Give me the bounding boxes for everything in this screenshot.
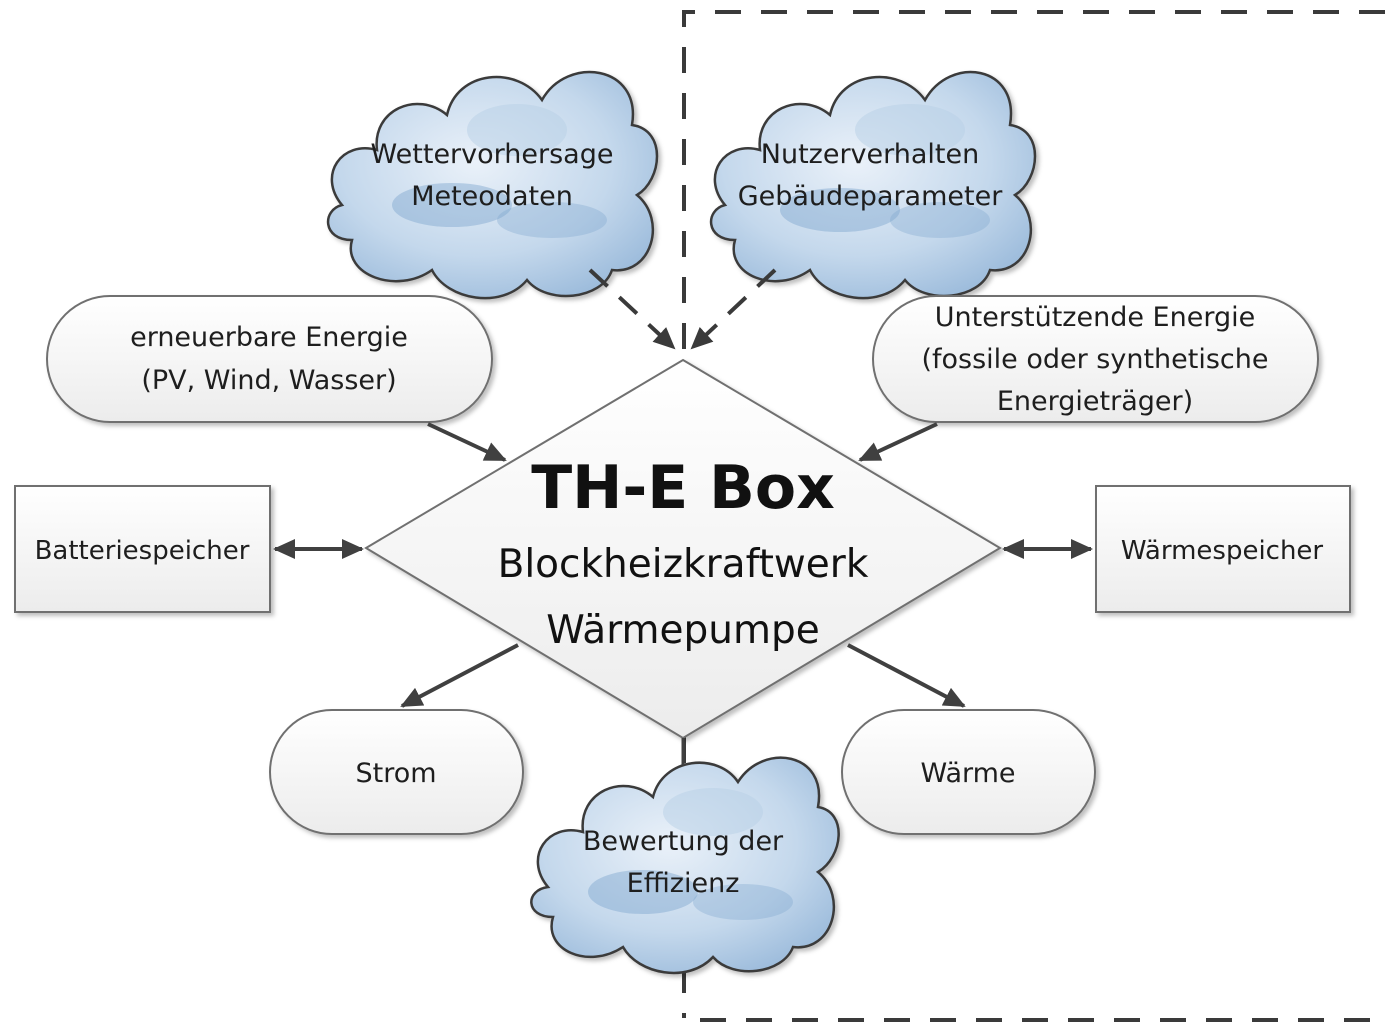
center-line-2: Wärmepumpe (546, 608, 820, 653)
cloud-weather[interactable]: Wettervorhersage Meteodaten (326, 70, 659, 300)
storage-heat[interactable]: Wärmespeicher (1095, 485, 1351, 613)
th-e-box[interactable]: TH-E Box Blockheizkraftwerk Wärmepumpe (364, 358, 1002, 740)
storage-battery-label: Batteriespeicher (35, 536, 250, 566)
output-power-label: Strom (355, 758, 436, 789)
input-supporting-line-2: (fossile oder synthetische (921, 344, 1268, 375)
input-supporting-line-1: Unterstützende Energie (935, 302, 1255, 333)
cloud-arrows (588, 268, 777, 350)
output-power[interactable]: Strom (269, 709, 524, 835)
input-renewable-line-2: (PV, Wind, Wasser) (141, 365, 396, 396)
cloud-user-line-1: Nutzerverhalten (761, 139, 979, 170)
output-heat[interactable]: Wärme (841, 709, 1096, 835)
cloud-weather-line-2: Meteodaten (411, 181, 573, 212)
center-line-1: Blockheizkraftwerk (498, 542, 869, 587)
cloud-user-line-2: Gebäudeparameter (738, 181, 1004, 212)
cloud-evaluation-line-2: Effizienz (627, 868, 740, 899)
input-renewable[interactable]: erneuerbare Energie (PV, Wind, Wasser) (46, 295, 493, 423)
storage-heat-label: Wärmespeicher (1121, 536, 1324, 566)
input-renewable-line-1: erneuerbare Energie (130, 322, 408, 353)
arrow-box-to-heat (847, 643, 966, 708)
arrow-box-to-power (400, 643, 519, 708)
cloud-evaluation-line-1: Bewertung der (583, 826, 784, 857)
input-supporting[interactable]: Unterstützende Energie (fossile oder syn… (872, 295, 1319, 423)
input-supporting-line-3: Energieträger) (997, 386, 1193, 417)
cloud-user[interactable]: Nutzerverhalten Gebäudeparameter (709, 70, 1037, 300)
cloud-weather-line-1: Wettervorhersage (371, 139, 614, 170)
center-title: TH-E Box (531, 453, 835, 523)
storage-battery[interactable]: Batteriespeicher (14, 485, 271, 613)
cloud-evaluation[interactable]: Bewertung der Effizienz (530, 756, 840, 975)
arrow-renewable-to-box (427, 422, 507, 462)
system-boundary (682, 10, 1385, 1022)
output-heat-label: Wärme (920, 758, 1015, 789)
arrow-supporting-to-box (858, 422, 938, 462)
